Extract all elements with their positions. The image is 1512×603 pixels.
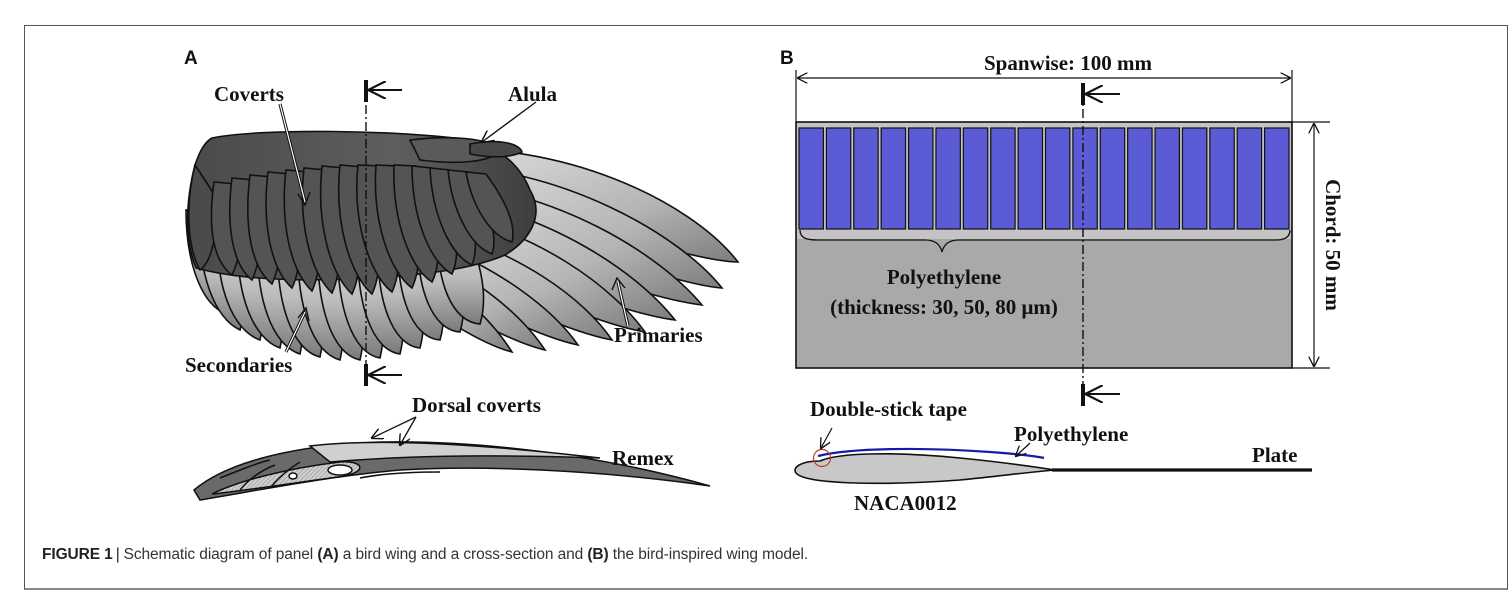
polyethylene-film-section <box>817 447 1045 460</box>
strips-brace <box>799 229 1291 253</box>
polyethylene-strip <box>825 127 852 230</box>
plate-label: Plate <box>1252 443 1297 467</box>
caption-panel-a-ref: (A) <box>317 546 339 563</box>
label-arrows-a <box>278 101 630 353</box>
polyethylene-strip <box>1181 127 1208 230</box>
spanwise-label: Spanwise: 100 mm <box>984 51 1153 75</box>
polyethylene-strip <box>853 127 879 230</box>
panel-a: A <box>184 48 740 501</box>
polyethylene-strip <box>962 127 989 230</box>
label-coverts: Coverts <box>214 82 284 106</box>
label-alula: Alula <box>508 82 558 106</box>
tape-label: Double-stick tape <box>810 397 967 421</box>
polyethylene-strip <box>1236 127 1263 230</box>
wing-cross-section <box>193 441 711 501</box>
panel-a-letter: A <box>184 48 198 69</box>
caption-panel-b-ref: (B) <box>587 546 609 563</box>
tape-arrow <box>821 427 833 448</box>
film-label: Polyethylene <box>1014 422 1128 446</box>
caption-text-2: a bird wing and a cross-section and <box>338 546 588 563</box>
caption-text-3: the bird-inspired wing model. <box>608 546 809 563</box>
label-primaries: Primaries <box>614 323 703 347</box>
panel-b-letter: B <box>780 48 794 69</box>
dorsal-coverts-arrows <box>372 416 417 445</box>
coverts-feathers <box>186 130 537 296</box>
polyethylene-strip <box>798 127 824 230</box>
panel-b: B Spanwise: 100 mm Polyethylene (thickne… <box>780 48 1345 515</box>
film-arrow <box>1016 442 1031 456</box>
caption-text-1: Schematic diagram of panel <box>123 546 318 563</box>
polyethylene-strips <box>798 127 1290 230</box>
polyethylene-strip <box>1264 127 1290 230</box>
polyethylene-strip <box>1209 127 1235 230</box>
chord-label: Chord: 50 mm <box>1321 179 1345 311</box>
polyethylene-strip <box>880 127 907 230</box>
film-band <box>797 123 1291 239</box>
polyethylene-strip <box>1127 127 1153 230</box>
section-cut-a <box>364 80 402 386</box>
polyethylene-strip <box>935 127 961 230</box>
polyethylene-strip <box>1099 127 1126 230</box>
label-secondaries: Secondaries <box>185 353 292 377</box>
polyethylene-strip <box>990 127 1016 230</box>
polyethylene-strip <box>1154 127 1181 230</box>
thickness-label: (thickness: 30, 50, 80 μm) <box>830 295 1058 319</box>
naca0012-airfoil <box>794 453 1056 485</box>
polyethylene-strip <box>1044 127 1071 230</box>
material-label: Polyethylene <box>887 265 1001 289</box>
figure-label: FIGURE 1 <box>42 546 113 563</box>
polyethylene-strip <box>907 127 934 230</box>
section-cut-b <box>1081 83 1120 406</box>
label-dorsal-coverts: Dorsal coverts <box>412 393 541 417</box>
figure-caption: FIGURE 1|Schematic diagram of panel (A) … <box>42 546 1482 564</box>
label-remex: Remex <box>612 446 674 470</box>
polyethylene-strip <box>1072 127 1098 230</box>
polyethylene-strip <box>1017 127 1044 230</box>
caption-separator: | <box>115 546 120 563</box>
airfoil-label: NACA0012 <box>854 491 957 515</box>
